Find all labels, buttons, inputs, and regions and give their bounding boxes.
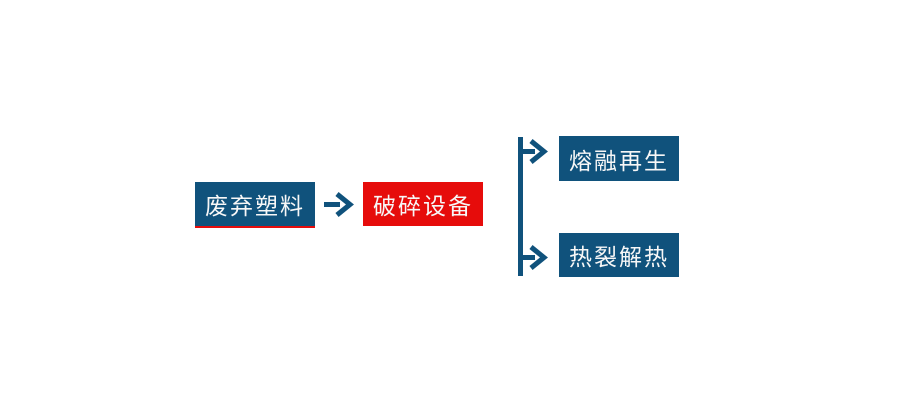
node-pyrolysis-heat-label: 热裂解热 — [569, 244, 669, 270]
node-crushing-equipment: 破碎设备 — [363, 182, 483, 226]
node-melt-regeneration-label: 熔融再生 — [569, 147, 669, 174]
arrow-branch-bottom — [521, 245, 548, 270]
arrow-branch-top — [521, 139, 548, 164]
node-waste-plastic-label: 废弃塑料 — [205, 193, 305, 219]
arrow-main — [324, 192, 354, 217]
node-melt-regeneration: 熔融再生 — [559, 136, 679, 181]
node-crushing-equipment-label: 破碎设备 — [373, 193, 473, 219]
node-waste-plastic: 废弃塑料 — [195, 182, 315, 228]
node-pyrolysis-heat: 热裂解热 — [559, 233, 679, 277]
